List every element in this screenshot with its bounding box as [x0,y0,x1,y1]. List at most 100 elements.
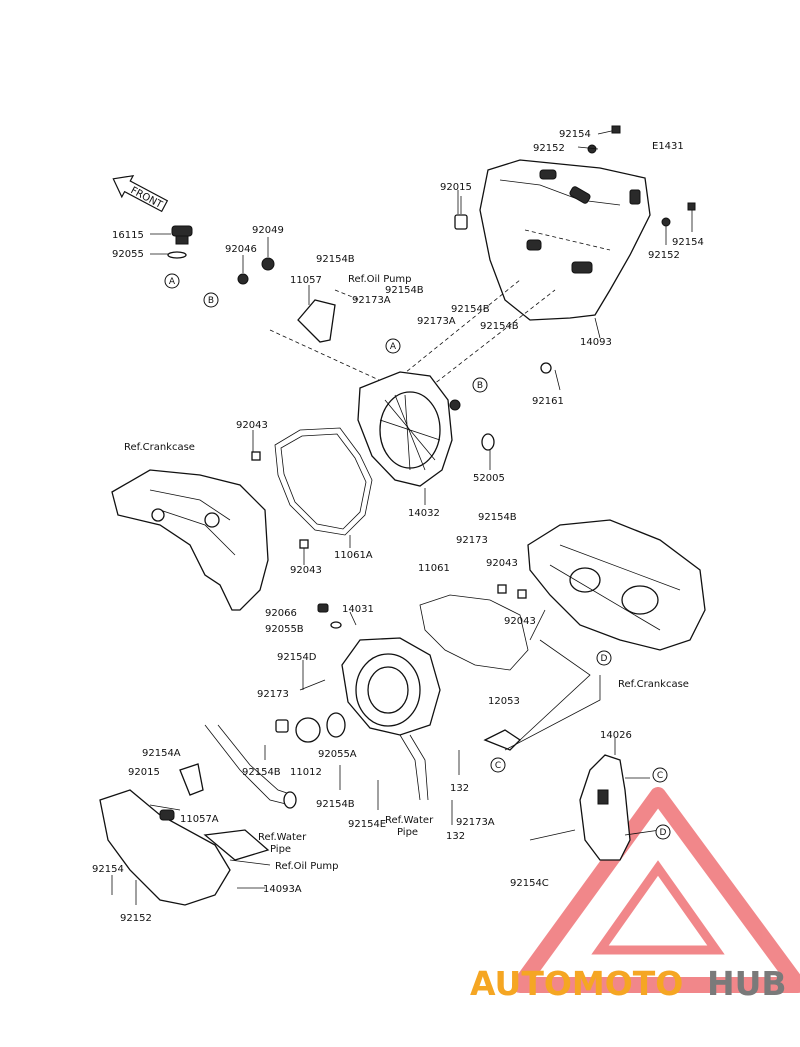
label-92049: 92049 [252,225,284,236]
label-92154B-d: 92154B [480,321,519,332]
callout-a-left: A [164,273,180,289]
svg-text:A: A [390,342,397,352]
ref-water-pipe-right-2: Pipe [397,827,418,838]
crankcase-right-part [527,519,706,651]
gasket-11061 [419,594,529,671]
chain-guard-part [579,754,631,861]
washer-92046-92049 [237,237,275,285]
front-arrow-icon: FRONT [112,174,169,213]
label-132-b: 132 [446,831,465,842]
water-pipe-hose [204,724,297,809]
label-92154-right: 92154 [672,237,704,248]
collar-92015-top [454,196,468,230]
label-92015-b: 92015 [128,767,160,778]
label-92043-a: 92043 [236,420,268,431]
label-92154B-c: 92154B [451,304,490,315]
label-92173A-c: 92173A [456,817,495,828]
label-92055: 92055 [112,249,144,260]
plug-92066 [317,603,342,629]
ref-water-pipe-left-2: Pipe [270,844,291,855]
label-92154A: 92154A [142,748,181,759]
reference-labels: Ref.Crankcase Ref.Crankcase Ref.Oil Pump… [124,274,689,872]
label-14093: 14093 [580,337,612,348]
generator-cover-part [341,637,441,736]
label-92043-b: 92043 [290,565,322,576]
label-16115: 16115 [112,230,144,241]
dowel-pin-92043-b [299,539,309,549]
svg-text:C: C [657,771,663,781]
crankcase-left-part [111,469,269,611]
label-14031: 14031 [342,604,374,615]
label-92154B-f: 92154B [242,767,281,778]
label-92173: 92173 [456,535,488,546]
watermark-text-auto: AUTOMOTO [470,964,683,1003]
callout-b-right: B [472,377,488,393]
label-92154B-a: 92154B [316,254,355,265]
label-92154C: 92154C [510,878,549,889]
label-92154D: 92154D [277,652,317,663]
callout-d-low: D [655,824,671,840]
bracket-12053 [483,729,522,751]
diagram-code: E1431 [652,141,684,152]
callout-a-top: A [385,338,401,354]
ref-oil-pump-top: Ref.Oil Pump [348,274,412,285]
dowel-pin-92043-d [517,589,527,599]
label-132-a: 132 [450,783,469,794]
cap-11012 [295,712,346,743]
svg-text:B: B [477,381,483,391]
label-92154B-b: 92154B [385,285,424,296]
label-92154E: 92154E [348,819,386,830]
dowel-pin-92043-a [251,451,261,461]
ref-crankcase-right: Ref.Crankcase [618,679,689,690]
label-92055A: 92055A [318,749,357,760]
label-11057: 11057 [290,275,322,286]
seal-52005 [481,433,495,451]
label-92043-d: 92043 [504,616,536,627]
svg-text:D: D [660,828,667,838]
label-92154B-e: 92154B [478,512,517,523]
label-92154B-g: 92154B [316,799,355,810]
label-11057A: 11057A [180,814,219,825]
label-12053: 12053 [488,696,520,707]
leader-lines [111,190,661,905]
label-92066: 92066 [265,608,297,619]
label-92173A-a: 92173A [352,295,391,306]
label-92154-top: 92154 [559,129,591,140]
label-92152-right: 92152 [648,250,680,261]
label-14093A: 14093A [263,884,302,895]
ref-water-pipe-right-1: Ref.Water [385,815,434,826]
watermark-logo [512,787,800,993]
part-labels: 92154 92152 92015 92154 92152 14093 1611… [92,129,704,924]
label-14032: 14032 [408,508,440,519]
label-92015-top: 92015 [440,182,472,193]
label-92055B: 92055B [265,624,304,635]
callout-d-right: D [596,650,612,666]
callout-b-left: B [203,292,219,308]
label-92152-b: 92152 [120,913,152,924]
bolt-92154-right [661,202,696,245]
ref-water-pipe-left-1: Ref.Water [258,832,307,843]
lower-cover-part [99,789,231,906]
label-92043-c: 92043 [486,558,518,569]
plug-92161 [540,362,552,374]
oil-filler-cap-16115 [150,225,193,259]
label-92173A-b: 92173A [417,316,456,327]
bracket-11057 [297,285,336,343]
collar-92173 [275,719,289,733]
label-92161: 92161 [532,396,564,407]
bolt-92154-top [577,125,621,154]
label-92152-top: 92152 [533,143,565,154]
callout-c-right: C [652,767,668,783]
water-pipe-right [399,734,429,801]
bracket-11057A [179,763,204,796]
upper-cover-part [479,159,651,321]
label-92046: 92046 [225,244,257,255]
clutch-cover-part [357,371,461,487]
svg-text:C: C [495,761,501,771]
label-92154-b: 92154 [92,864,124,875]
svg-text:B: B [208,296,214,306]
bracket-oil-pump [203,829,270,861]
label-11061: 11061 [418,563,450,574]
gasket-11061A [274,427,373,536]
